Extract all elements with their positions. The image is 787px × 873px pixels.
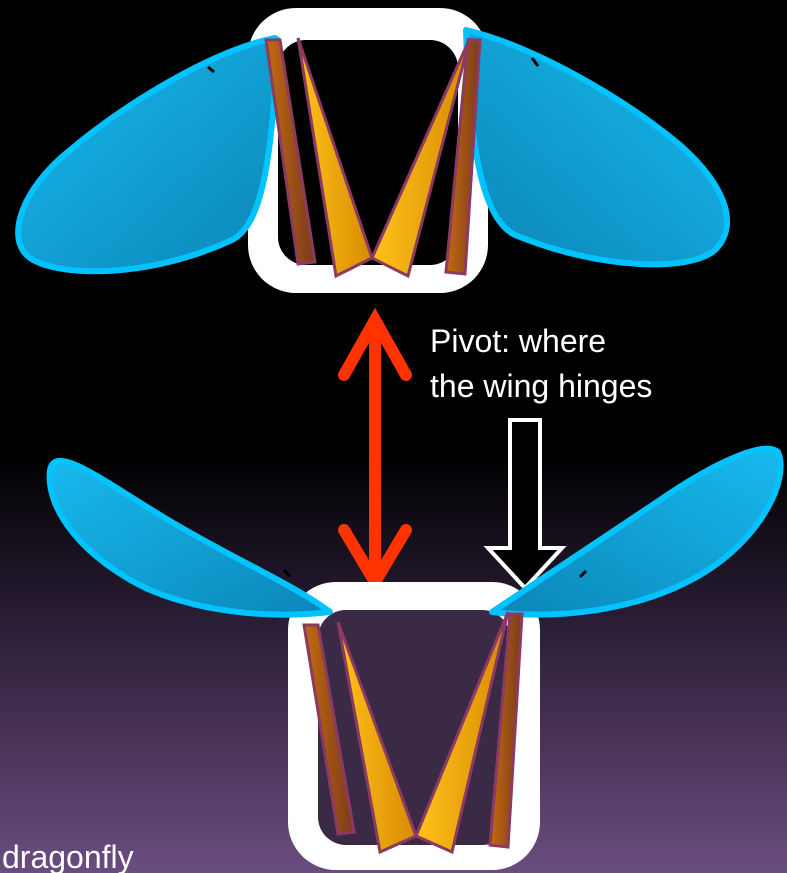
upper-right-wing bbox=[466, 30, 727, 264]
caption-fragment: dragonfly bbox=[2, 839, 134, 873]
lower-left-wing-notch bbox=[284, 570, 290, 576]
lower-left-wing bbox=[50, 461, 330, 615]
pivot-annotation-line-1: Pivot: where bbox=[430, 323, 606, 360]
upper-wing-assembly bbox=[18, 8, 727, 293]
hinge-arrow-icon bbox=[488, 420, 562, 588]
red-double-arrow-icon bbox=[344, 320, 406, 582]
lower-wing-assembly bbox=[50, 449, 781, 870]
upper-left-wing bbox=[18, 38, 278, 271]
pivot-annotation-line-2: the wing hinges bbox=[430, 368, 652, 405]
